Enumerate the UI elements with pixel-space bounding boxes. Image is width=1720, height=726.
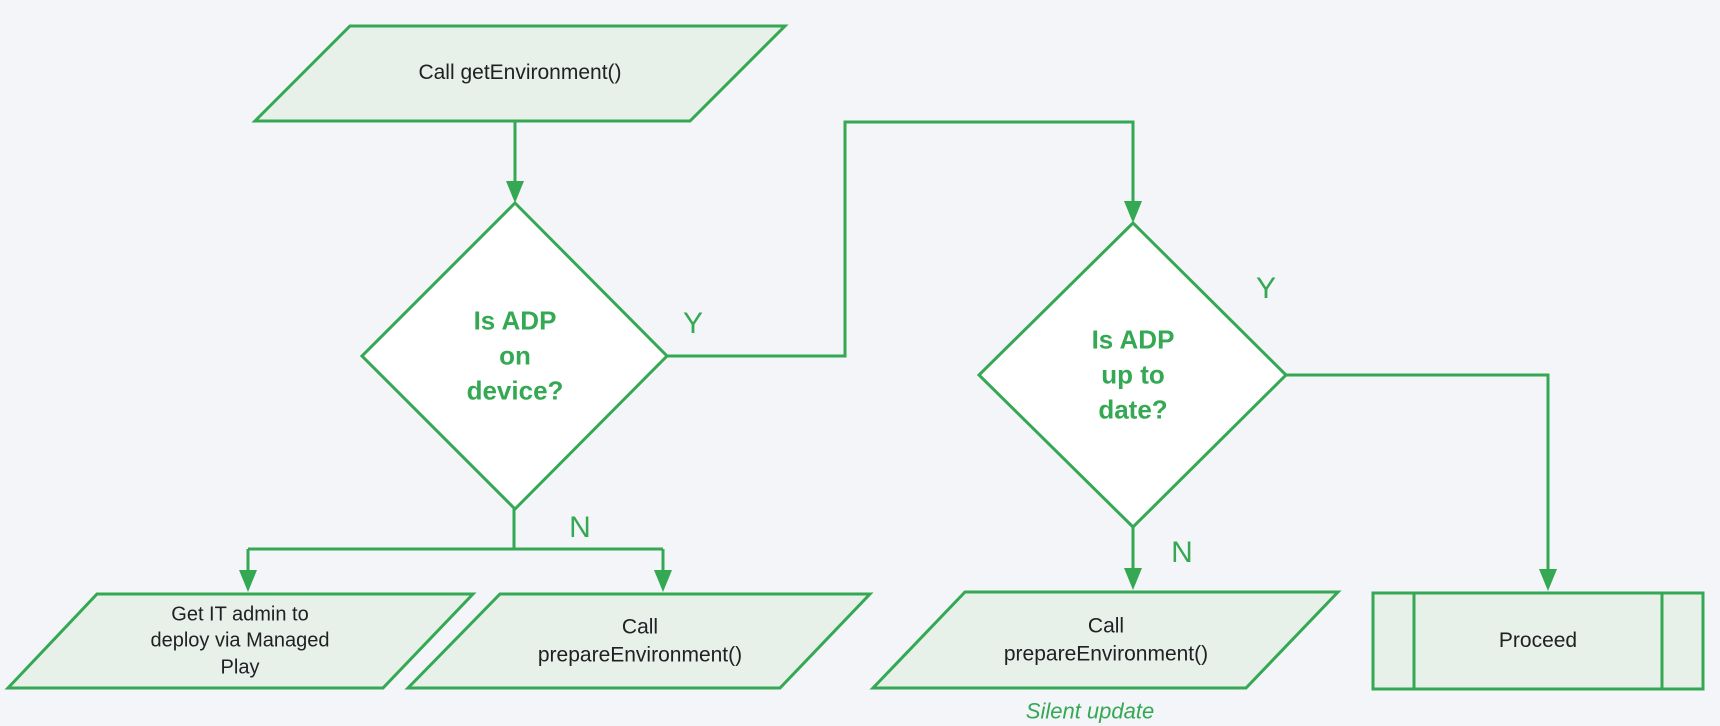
start-label: Call getEnvironment() [418,61,622,85]
edge-decision2-yes-to-proceed [1286,373,1550,569]
branch-label-up-to-date-yes: Y [1255,272,1277,306]
prepare-update-label: Call prepareEnvironment() [1003,614,1209,665]
node-prepare-update-parallelogram [869,590,1342,690]
proceed-rect [1371,591,1705,691]
silent-update-note: Silent update [1025,698,1155,724]
arrowhead-into-decision1 [506,181,524,203]
arrowhead-into-proceed [1539,569,1557,591]
prepare-install-label: Call prepareEnvironment() [537,615,743,666]
arrowhead-into-deploy [239,570,257,592]
arrowhead-into-prepare-install [654,570,672,592]
node-start-parallelogram [251,24,789,123]
branch-label-up-to-date-no: N [1171,536,1193,570]
edge-decision1-yes-to-decision2 [667,120,1135,358]
deploy-label: Get IT admin to deploy via Managed Play [150,603,330,679]
branch-label-on-device-yes: Y [682,307,704,341]
proceed-label: Proceed [1498,629,1578,653]
branch-label-on-device-no: N [569,511,591,545]
arrowhead-into-decision2 [1124,201,1142,223]
edge-decision1-no-split [246,509,665,572]
arrowhead-into-prepare-update [1124,568,1142,590]
node-proceed-predefined-process [1371,591,1705,691]
node-prepare-install-parallelogram [404,592,874,690]
decision-on-device-label: Is ADP on device? [466,305,564,406]
node-deploy-parallelogram [4,592,477,690]
node-decision-up-to-date-diamond [976,220,1289,530]
node-decision-on-device-diamond [359,200,670,512]
decision-up-to-date-label: Is ADP up to date? [1091,324,1175,425]
